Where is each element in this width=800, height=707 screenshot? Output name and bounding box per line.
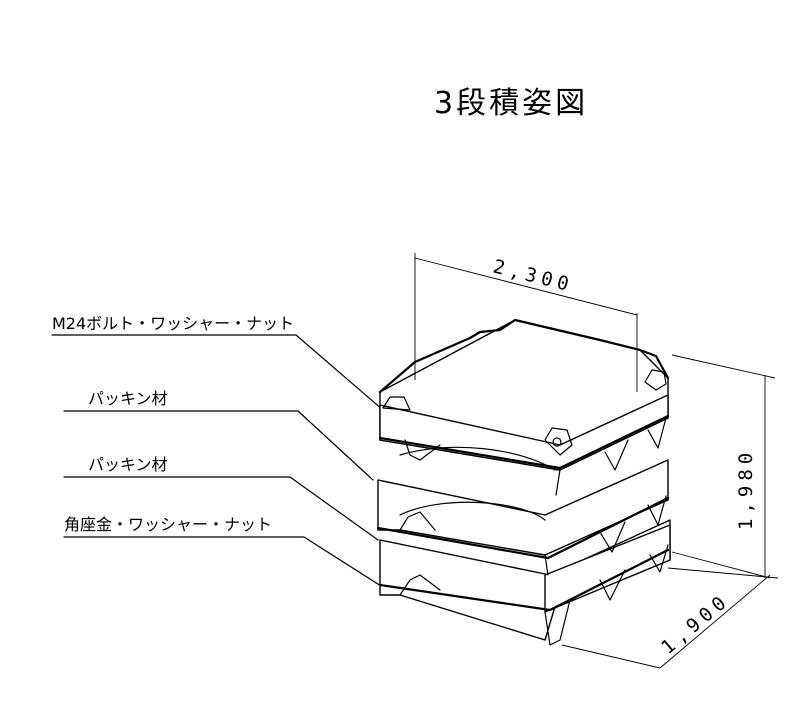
callout-label: 角座金・ワッシャー・ナット bbox=[64, 515, 272, 534]
block-tier-top bbox=[378, 318, 670, 496]
dimension-depth-label: 1,900 bbox=[657, 589, 734, 659]
callout-washer: 角座金・ワッシャー・ナット bbox=[63, 515, 393, 594]
callout-packing-top: パッキン材 bbox=[63, 389, 374, 481]
callout-bolt: M24ボルト・ワッシャー・ナット bbox=[51, 314, 384, 411]
block-tier-bottom bbox=[378, 519, 671, 646]
dimension-height: 1,980 bbox=[671, 354, 776, 579]
callout-label: パッキン材 bbox=[88, 389, 168, 408]
dimension-width-label: 2,300 bbox=[491, 256, 576, 297]
callout-label: M24ボルト・ワッシャー・ナット bbox=[52, 314, 294, 333]
callout-label: パッキン材 bbox=[88, 455, 168, 474]
diagram-title: 3段積姿図 bbox=[434, 86, 588, 121]
callout-packing-middle: パッキン材 bbox=[63, 455, 379, 541]
dimension-height-label: 1,980 bbox=[735, 448, 757, 530]
block-tier-middle bbox=[376, 459, 670, 576]
